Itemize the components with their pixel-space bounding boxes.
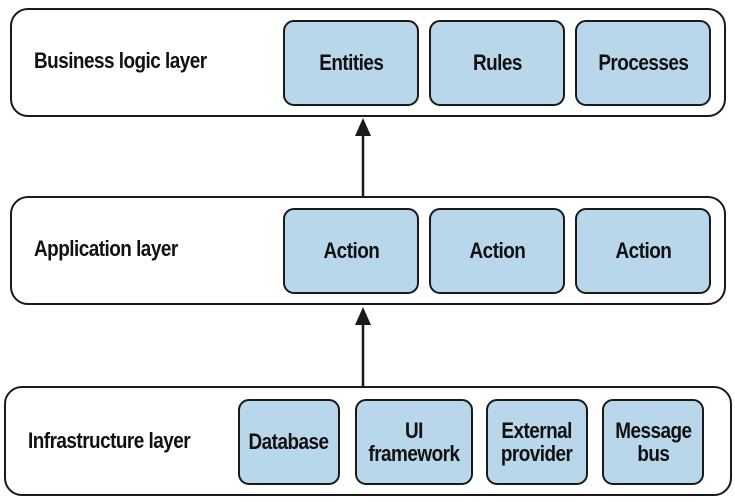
infrastructure-layer-label: Infrastructure layer bbox=[28, 428, 191, 453]
ui-framework-label: UI framework bbox=[368, 417, 460, 466]
application-layer-label: Application layer bbox=[34, 236, 178, 261]
arrow-infrastructure-to-application bbox=[355, 307, 371, 386]
rules-box: Rules bbox=[429, 20, 565, 106]
database-box: Database bbox=[238, 399, 340, 485]
entities-label: Entities bbox=[318, 50, 384, 76]
message-bus-label: Message bus bbox=[614, 417, 692, 466]
processes-label: Processes bbox=[597, 50, 689, 76]
action-box-2: Action bbox=[429, 208, 565, 294]
business-logic-layer-label: Business logic layer bbox=[34, 48, 207, 73]
database-label: Database bbox=[248, 429, 330, 455]
external-provider-box: External provider bbox=[486, 399, 588, 485]
application-layer: Application layer Action Action Action bbox=[10, 196, 726, 305]
action-box-1: Action bbox=[283, 208, 419, 294]
action-label-3: Action bbox=[615, 238, 671, 264]
action-label-1: Action bbox=[323, 238, 379, 264]
processes-box: Processes bbox=[575, 20, 711, 106]
message-bus-box: Message bus bbox=[602, 399, 704, 485]
external-provider-label: External provider bbox=[501, 417, 573, 466]
business-logic-layer: Business logic layer Entities Rules Proc… bbox=[10, 8, 726, 117]
entities-box: Entities bbox=[283, 20, 419, 106]
ui-framework-box: UI framework bbox=[355, 399, 473, 485]
arrow-application-to-business bbox=[355, 118, 371, 196]
action-box-3: Action bbox=[575, 208, 711, 294]
action-label-2: Action bbox=[469, 238, 525, 264]
infrastructure-layer: Infrastructure layer Database UI framewo… bbox=[4, 386, 732, 496]
rules-label: Rules bbox=[472, 50, 522, 76]
